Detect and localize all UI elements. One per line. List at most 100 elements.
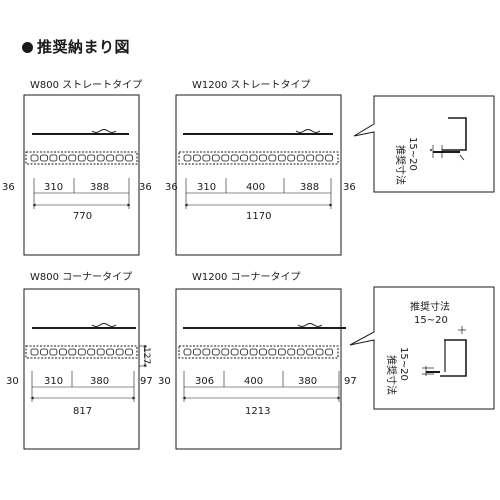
shelf-tray: [25, 151, 138, 165]
bracket-detail: [422, 326, 467, 377]
tray-slot: [183, 348, 192, 356]
tray-slot: [240, 154, 248, 162]
tray-slot: [277, 348, 286, 356]
tray-slot: [277, 154, 286, 162]
rail-bar: [183, 129, 333, 135]
dimension-line: [175, 368, 342, 402]
callout-value-side: 15~20: [398, 347, 409, 381]
dim-seg-3: 388: [300, 182, 319, 193]
tray-slot: [87, 348, 96, 356]
dim-seg-1: 310: [44, 182, 63, 193]
tray-slot: [230, 348, 239, 356]
tray-slot: [49, 348, 58, 356]
tray-slot: [106, 348, 114, 356]
dim-total: 1170: [246, 211, 271, 222]
tray-slot: [211, 154, 220, 162]
panel-w1200-corner: W1200 コーナータイプ 30 306 400 380 97 1213: [158, 271, 357, 450]
shelf-tray: [178, 151, 339, 165]
panel-title: W1200 コーナータイプ: [192, 271, 301, 283]
tray-slot: [30, 154, 39, 162]
callout-straight: 推奨寸法 15~20: [353, 95, 495, 193]
cabinet-outline: [23, 288, 140, 450]
diagram-heading: 推奨納まり図: [22, 36, 130, 57]
dimension-line: [175, 175, 342, 209]
tray-slot: [211, 348, 220, 356]
dim-total: 817: [73, 406, 92, 417]
tray-slot: [268, 154, 277, 162]
tray-slot: [325, 154, 333, 162]
tray-slot: [315, 348, 324, 356]
tray-slot: [287, 154, 296, 162]
shelf-tray: [25, 345, 138, 359]
tray-slot: [192, 348, 201, 356]
tray-slot: [125, 154, 133, 162]
tray-slot: [306, 154, 315, 162]
tray-slot: [59, 154, 67, 162]
tray-slot: [115, 348, 124, 356]
tray-slot: [59, 348, 67, 356]
tray-slot: [125, 348, 133, 356]
dim-height: 127: [141, 347, 151, 364]
tray-slot: [96, 348, 105, 356]
callout-value-top: 15~20: [414, 315, 448, 326]
rail-bar: [32, 323, 136, 329]
panel-w800-corner: W800 コーナータイプ 127 30 310 380 97 81: [6, 271, 153, 450]
tray-slot: [259, 154, 267, 162]
panel-title: W800 ストレートタイプ: [30, 79, 142, 91]
tray-slot: [202, 154, 211, 162]
tray-slot: [287, 348, 296, 356]
tray-slot: [306, 348, 315, 356]
dim-total: 1213: [245, 406, 270, 417]
dim-left: 36: [2, 182, 15, 193]
dim-left: 30: [6, 376, 19, 387]
tray-slot: [106, 154, 114, 162]
dim-seg-2: 400: [244, 376, 263, 387]
cabinet-outline: [175, 94, 342, 256]
tray-slot: [296, 348, 305, 356]
tray-slot: [221, 154, 230, 162]
tray-slot: [221, 348, 230, 356]
cabinet-outline: [175, 288, 342, 450]
dim-seg-2: 400: [246, 182, 265, 193]
dim-seg-2: 388: [90, 182, 109, 193]
tray-slot: [40, 348, 48, 356]
tray-slot: [96, 154, 105, 162]
callout-value: 15~20: [407, 137, 418, 171]
callout-label-side: 推奨寸法: [385, 355, 398, 395]
tray-slots: [183, 348, 333, 356]
tray-slots: [30, 154, 133, 162]
tray-slot: [115, 154, 124, 162]
tray-slot: [68, 154, 77, 162]
dim-right: 97: [344, 376, 357, 387]
speech-bubble: [353, 95, 495, 193]
dim-seg-1: 306: [195, 376, 214, 387]
dim-seg-2: 380: [90, 376, 109, 387]
tray-slot: [202, 348, 211, 356]
tray-slot: [315, 154, 324, 162]
callout-label-top: 推奨寸法: [410, 300, 450, 313]
speech-bubble: [349, 286, 495, 410]
heading-text: 推奨納まり図: [37, 38, 131, 56]
tray-slot: [183, 154, 192, 162]
callout-corner: 推奨寸法 15~20 推奨寸法 15~20: [349, 286, 495, 410]
rail-bar: [32, 129, 129, 135]
rail-bar: [183, 323, 346, 329]
dim-total: 770: [73, 211, 92, 222]
tray-slot: [259, 348, 267, 356]
shelf-tray: [178, 345, 339, 359]
panel-w1200-straight: W1200 ストレートタイプ 36 310 400 388 36 1170: [165, 79, 356, 256]
tray-slot: [68, 348, 77, 356]
dim-seg-1: 310: [197, 182, 216, 193]
dim-right: 36: [343, 182, 356, 193]
tray-slot: [325, 348, 333, 356]
callout-label: 推奨寸法: [394, 145, 407, 185]
tray-slot: [77, 154, 86, 162]
tray-slot: [87, 154, 96, 162]
dimension-line: [23, 175, 140, 209]
dim-seg-1: 310: [44, 376, 63, 387]
cabinet-outline: [23, 94, 140, 256]
dim-left: 36: [165, 182, 178, 193]
dimension-line: [23, 368, 140, 402]
tray-slot: [40, 154, 48, 162]
